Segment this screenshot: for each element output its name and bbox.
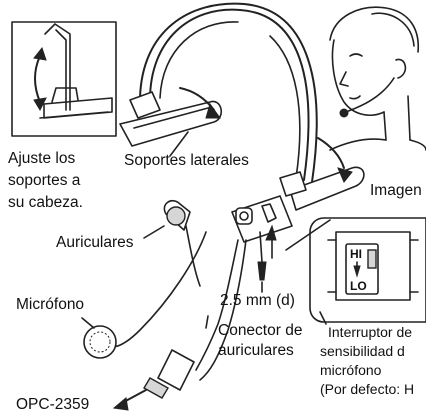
connector-label-line2: auriculares — [218, 340, 294, 361]
switch-label-line4: (Por defecto: H — [320, 380, 414, 399]
switch-hi-label: HI — [350, 247, 362, 261]
microphone — [84, 326, 116, 358]
jack-size-label: 2.5 mm (d) — [220, 290, 295, 311]
left-side-support — [120, 88, 221, 146]
earphone — [164, 201, 200, 286]
cable-model-label: OPC-2359 — [16, 394, 89, 415]
earphones-label: Auriculares — [56, 232, 134, 253]
cable-plug — [114, 350, 194, 410]
switch-lo-label: LO — [350, 279, 367, 293]
person-illustration — [330, 7, 426, 150]
right-side-support — [280, 138, 364, 210]
switch-label-line2: sensibilidad d — [320, 342, 405, 361]
switch-label-line1: Interruptor de — [328, 323, 412, 342]
control-box — [232, 196, 292, 242]
adjust-label-line2: soportes a — [8, 170, 80, 191]
image-label: Imagen — [370, 180, 422, 201]
adjust-label-line1: Ajuste los — [8, 148, 75, 169]
connector-label-line1: Conector de — [218, 320, 302, 341]
side-supports-label: Soportes laterales — [124, 150, 249, 171]
sensitivity-switch-inset — [286, 218, 426, 322]
switch-label-line3: micrófono — [320, 361, 381, 380]
microphone-label: Micrófono — [16, 294, 84, 315]
adjustment-inset — [12, 22, 116, 136]
adjust-label-line3: su cabeza. — [8, 192, 83, 213]
